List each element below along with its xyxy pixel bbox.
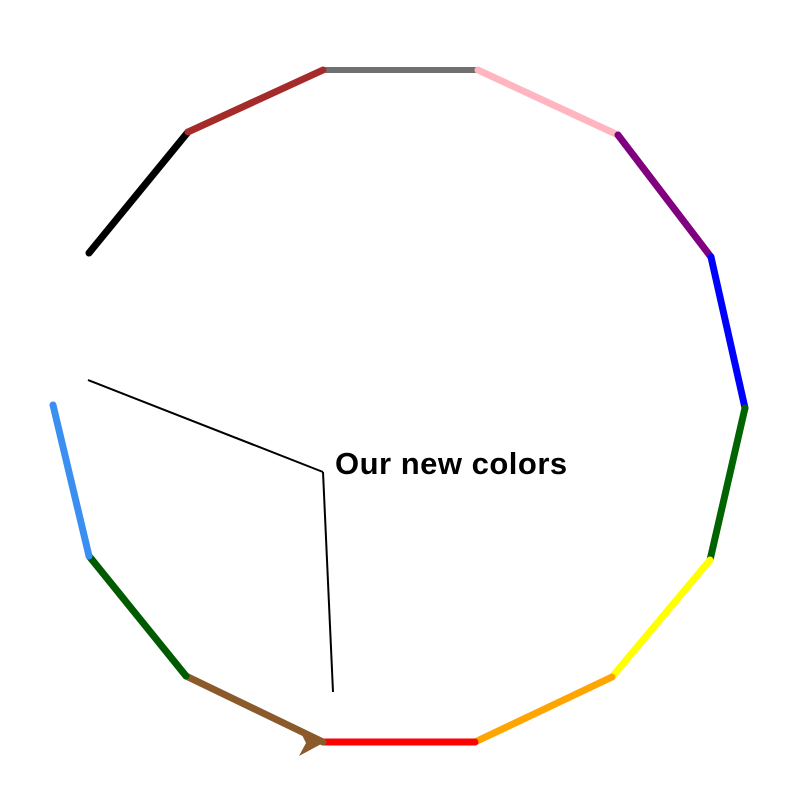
segment-yellow: [608, 556, 714, 681]
segments-layer: [49, 66, 749, 756]
segment-darkgreen: [85, 552, 190, 680]
annotation-callout: Our new colors: [87, 379, 568, 693]
segment-darkred: [184, 66, 327, 136]
callout-line-lower: [322, 471, 334, 693]
brown-arrowhead: [299, 729, 325, 756]
annotation-label: Our new colors: [335, 446, 568, 481]
segment-green: [706, 404, 749, 564]
segment-orange: [471, 673, 616, 746]
segment-purple: [614, 131, 715, 261]
segment-lightblue: [49, 401, 93, 560]
segment-pink: [474, 66, 622, 139]
segment-black: [85, 128, 192, 257]
segment-blue: [707, 253, 749, 412]
callout-line-upper: [87, 379, 324, 473]
